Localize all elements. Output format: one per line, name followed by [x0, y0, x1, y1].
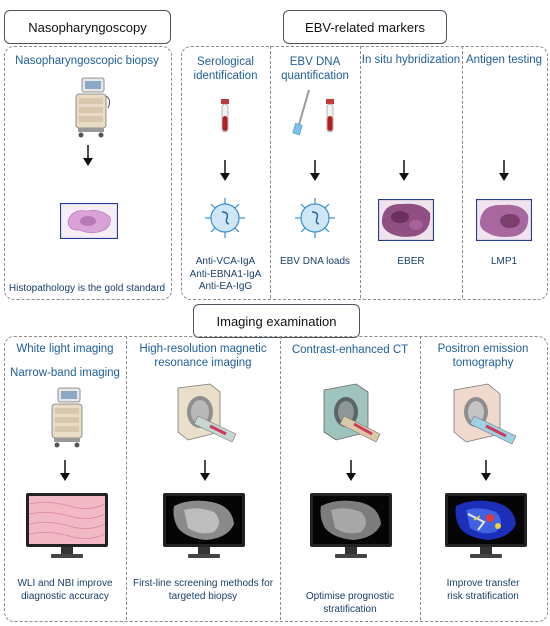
panel-imaging [4, 336, 548, 622]
img-col1-caption-line1: WLI and NBI improve [17, 578, 113, 589]
ebv-col1-caption-line1: Anti-VCA-IgA [195, 256, 256, 267]
ebv-col3-caption: EBER [397, 256, 425, 267]
img-col4-caption: Improve transfer risk stratification [420, 578, 546, 603]
naso-caption: Histopathology is the gold standard [8, 283, 166, 294]
img-separator-3 [420, 336, 421, 620]
img-col2-title-line2: resonance imaging [154, 357, 252, 369]
img-col3-caption: Optimise prognostic stratification [305, 591, 395, 615]
ebv-col3-title: In situ hybridization [361, 54, 461, 66]
header-imaging: Imaging examination [193, 304, 360, 338]
ebv-col2-title-line1: EBV DNA [289, 56, 341, 68]
virus-icon [203, 196, 247, 240]
ebv-col1-arrow-icon [219, 160, 231, 182]
ebv-col1-title-line1: Serological [197, 56, 254, 68]
ebv-col4-caption: LMP1 [490, 256, 518, 267]
blood-tube-icon [218, 98, 232, 134]
img-col1-caption-line2: diagnostic accuracy [21, 590, 109, 602]
ebv-separator-2 [360, 46, 361, 298]
pipette-icon [292, 88, 312, 138]
ct-scanner-icon [318, 380, 384, 448]
img-col4-caption-line1: Improve transfer [446, 578, 520, 589]
img-separator-1 [126, 336, 127, 620]
img-col2-caption: First-line screening methods for targete… [126, 578, 280, 603]
ebv-col2-caption: EBV DNA loads [279, 256, 351, 267]
header-nasopharyngoscopy: Nasopharyngoscopy [4, 10, 171, 44]
ebv-col1-caption-line2: Anti-EBNA1-IgA [189, 268, 262, 280]
ebv-col1-caption-line3: Anti-EA-IgG [198, 281, 253, 292]
img-col1-title-line1: White light imaging [16, 343, 114, 355]
ebv-col2-arrow-icon [309, 160, 321, 182]
virus-icon [293, 196, 337, 240]
header-ebv-label: EBV-related markers [305, 19, 425, 35]
img-col2-title-line1: High-resolution magnetic [139, 343, 267, 355]
eber-tissue-image [378, 199, 434, 241]
ebv-col4-title: Antigen testing [465, 54, 543, 66]
img-col2-title: High-resolution magnetic resonance imagi… [126, 342, 280, 370]
img-col2-caption-line1: First-line screening methods for [132, 578, 274, 589]
img-col1-title: White light imaging Narrow-band imaging [4, 342, 126, 380]
ebv-col1-caption: Anti-VCA-IgA Anti-EBNA1-IgA Anti-EA-IgG [181, 256, 270, 294]
naso-title: Nasopharyngoscopic biopsy [15, 55, 159, 67]
pet-scanner-icon [448, 382, 520, 450]
img-col1-title-line2: Narrow-band imaging [10, 367, 120, 379]
img-col4-title: Positron emission tomography [420, 342, 546, 370]
ebv-col4-arrow-icon [498, 160, 510, 182]
histology-slide-image [60, 203, 118, 239]
img-col2-caption-line2: targeted biopsy [168, 590, 238, 602]
img-separator-2 [280, 336, 281, 620]
monitor-endoscopy-image [25, 492, 109, 560]
ebv-separator-3 [462, 46, 463, 298]
endoscopy-unit-icon [44, 386, 88, 448]
header-ebv-markers: EBV-related markers [283, 10, 447, 44]
lmp1-tissue-image [476, 199, 532, 241]
img-col4-caption-line2: risk stratification [447, 590, 519, 602]
img-col4-arrow-icon [480, 460, 492, 482]
panel-nasopharyngoscopy [4, 46, 172, 300]
ebv-col2-title-line2: quantification [281, 70, 349, 82]
img-col4-title-line2: tomography [452, 357, 514, 369]
img-col4-title-line1: Positron emission [437, 343, 529, 355]
ebv-col1-title-line2: identification [193, 70, 258, 82]
arrow-down-icon [82, 145, 94, 167]
blood-tube-icon [323, 98, 337, 134]
ebv-separator-1 [270, 46, 271, 298]
endoscopy-unit-icon [68, 76, 112, 138]
panel-ebv-markers [181, 46, 548, 300]
img-col2-arrow-icon [199, 460, 211, 482]
ebv-col3-arrow-icon [398, 160, 410, 182]
img-col1-caption: WLI and NBI improve diagnostic accuracy [4, 578, 126, 603]
ebv-col2-title: EBV DNA quantification [270, 55, 360, 83]
ebv-col1-title: Serological identification [181, 55, 270, 83]
header-imaging-label: Imaging examination [216, 313, 337, 329]
monitor-pet-image [444, 492, 528, 560]
mri-scanner-icon [170, 382, 240, 450]
monitor-ct-image [309, 492, 393, 560]
monitor-mri-image [162, 492, 246, 560]
img-col1-arrow-icon [59, 460, 71, 482]
img-col3-arrow-icon [345, 460, 357, 482]
header-nasopharyngoscopy-label: Nasopharyngoscopy [28, 19, 147, 35]
img-col3-title: Contrast-enhanced CT [291, 344, 409, 356]
